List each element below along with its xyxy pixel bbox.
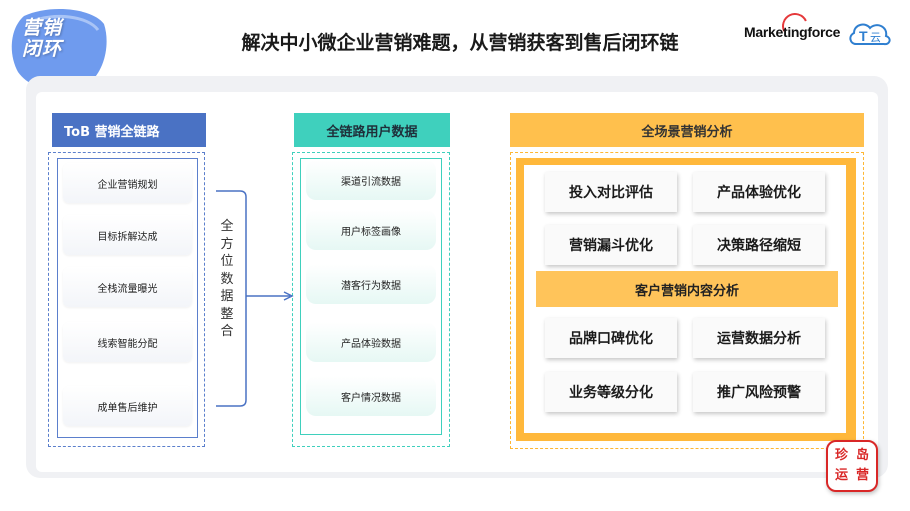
left-item-5: 成单售后维护 [63,386,192,426]
seal-char: 营 [855,468,869,483]
connector-char: 全 [220,219,234,234]
middle-item-4: 产品体验数据 [306,322,436,362]
analysis-card-1: 投入对比评估 [545,172,677,212]
analysis-card-3: 营销漏斗优化 [545,225,677,265]
middle-column-title: 全链路用户数据 [294,113,450,147]
right-column-dashed-frame [510,152,864,449]
connector-label: 全 方 位 数 据 整 合 [218,218,236,341]
analysis-card-4: 决策路径缩短 [693,225,825,265]
connector-char: 据 [220,289,234,304]
connector-char: 数 [220,271,234,287]
page-headline: 解决中小微企业营销难题，从营销获客到售后闭环链 [241,32,679,54]
middle-item-5: 客户情况数据 [306,376,436,416]
connector-char: 合 [220,324,234,339]
connector-char: 整 [220,306,234,322]
analysis-card-2: 产品体验优化 [693,172,825,212]
badge-line-2: 闭环 [22,38,63,60]
badge-text: 营销 闭环 [22,18,62,60]
left-item-4: 线索智能分配 [63,322,192,362]
left-item-1: 企业营销规划 [63,163,192,203]
badge-line-1: 营销 [22,17,63,39]
middle-column-frame [300,158,442,435]
analysis-card-7: 业务等级分化 [545,372,677,412]
analysis-card-6: 运营数据分析 [693,318,825,358]
right-column-title: 全场景营销分析 [510,113,864,147]
seal-char: 岛 [855,448,869,463]
left-item-2: 目标拆解达成 [63,215,192,255]
connector-char: 位 [220,254,234,269]
connector-char: 方 [220,236,234,252]
content-analysis-band: 客户营销内容分析 [536,271,838,307]
middle-item-2: 用户标签画像 [306,210,436,250]
seal-char: 运 [834,468,848,483]
left-column-frame [57,158,198,438]
middle-item-3: 潜客行为数据 [306,264,436,304]
marketingforce-logo: Marketingforce [744,24,841,40]
company-seal: 珍 岛 集 团 运 营 部 [826,440,878,492]
svg-text:T: T [859,28,868,44]
left-item-3: 全栈流量曝光 [63,267,192,307]
middle-item-1: 渠道引流数据 [306,160,436,200]
left-column-title: ToB 营销全链路 [52,113,206,147]
seal-char: 珍 [834,448,848,463]
tc-cloud-logo-icon: T 云 [849,23,891,46]
analysis-card-8: 推广风险预警 [693,372,825,412]
left-column-dashed-frame [48,152,205,447]
tc-suffix: 云 [870,31,881,44]
badge-blob-icon [11,9,107,91]
analysis-card-5: 品牌口碑优化 [545,318,677,358]
